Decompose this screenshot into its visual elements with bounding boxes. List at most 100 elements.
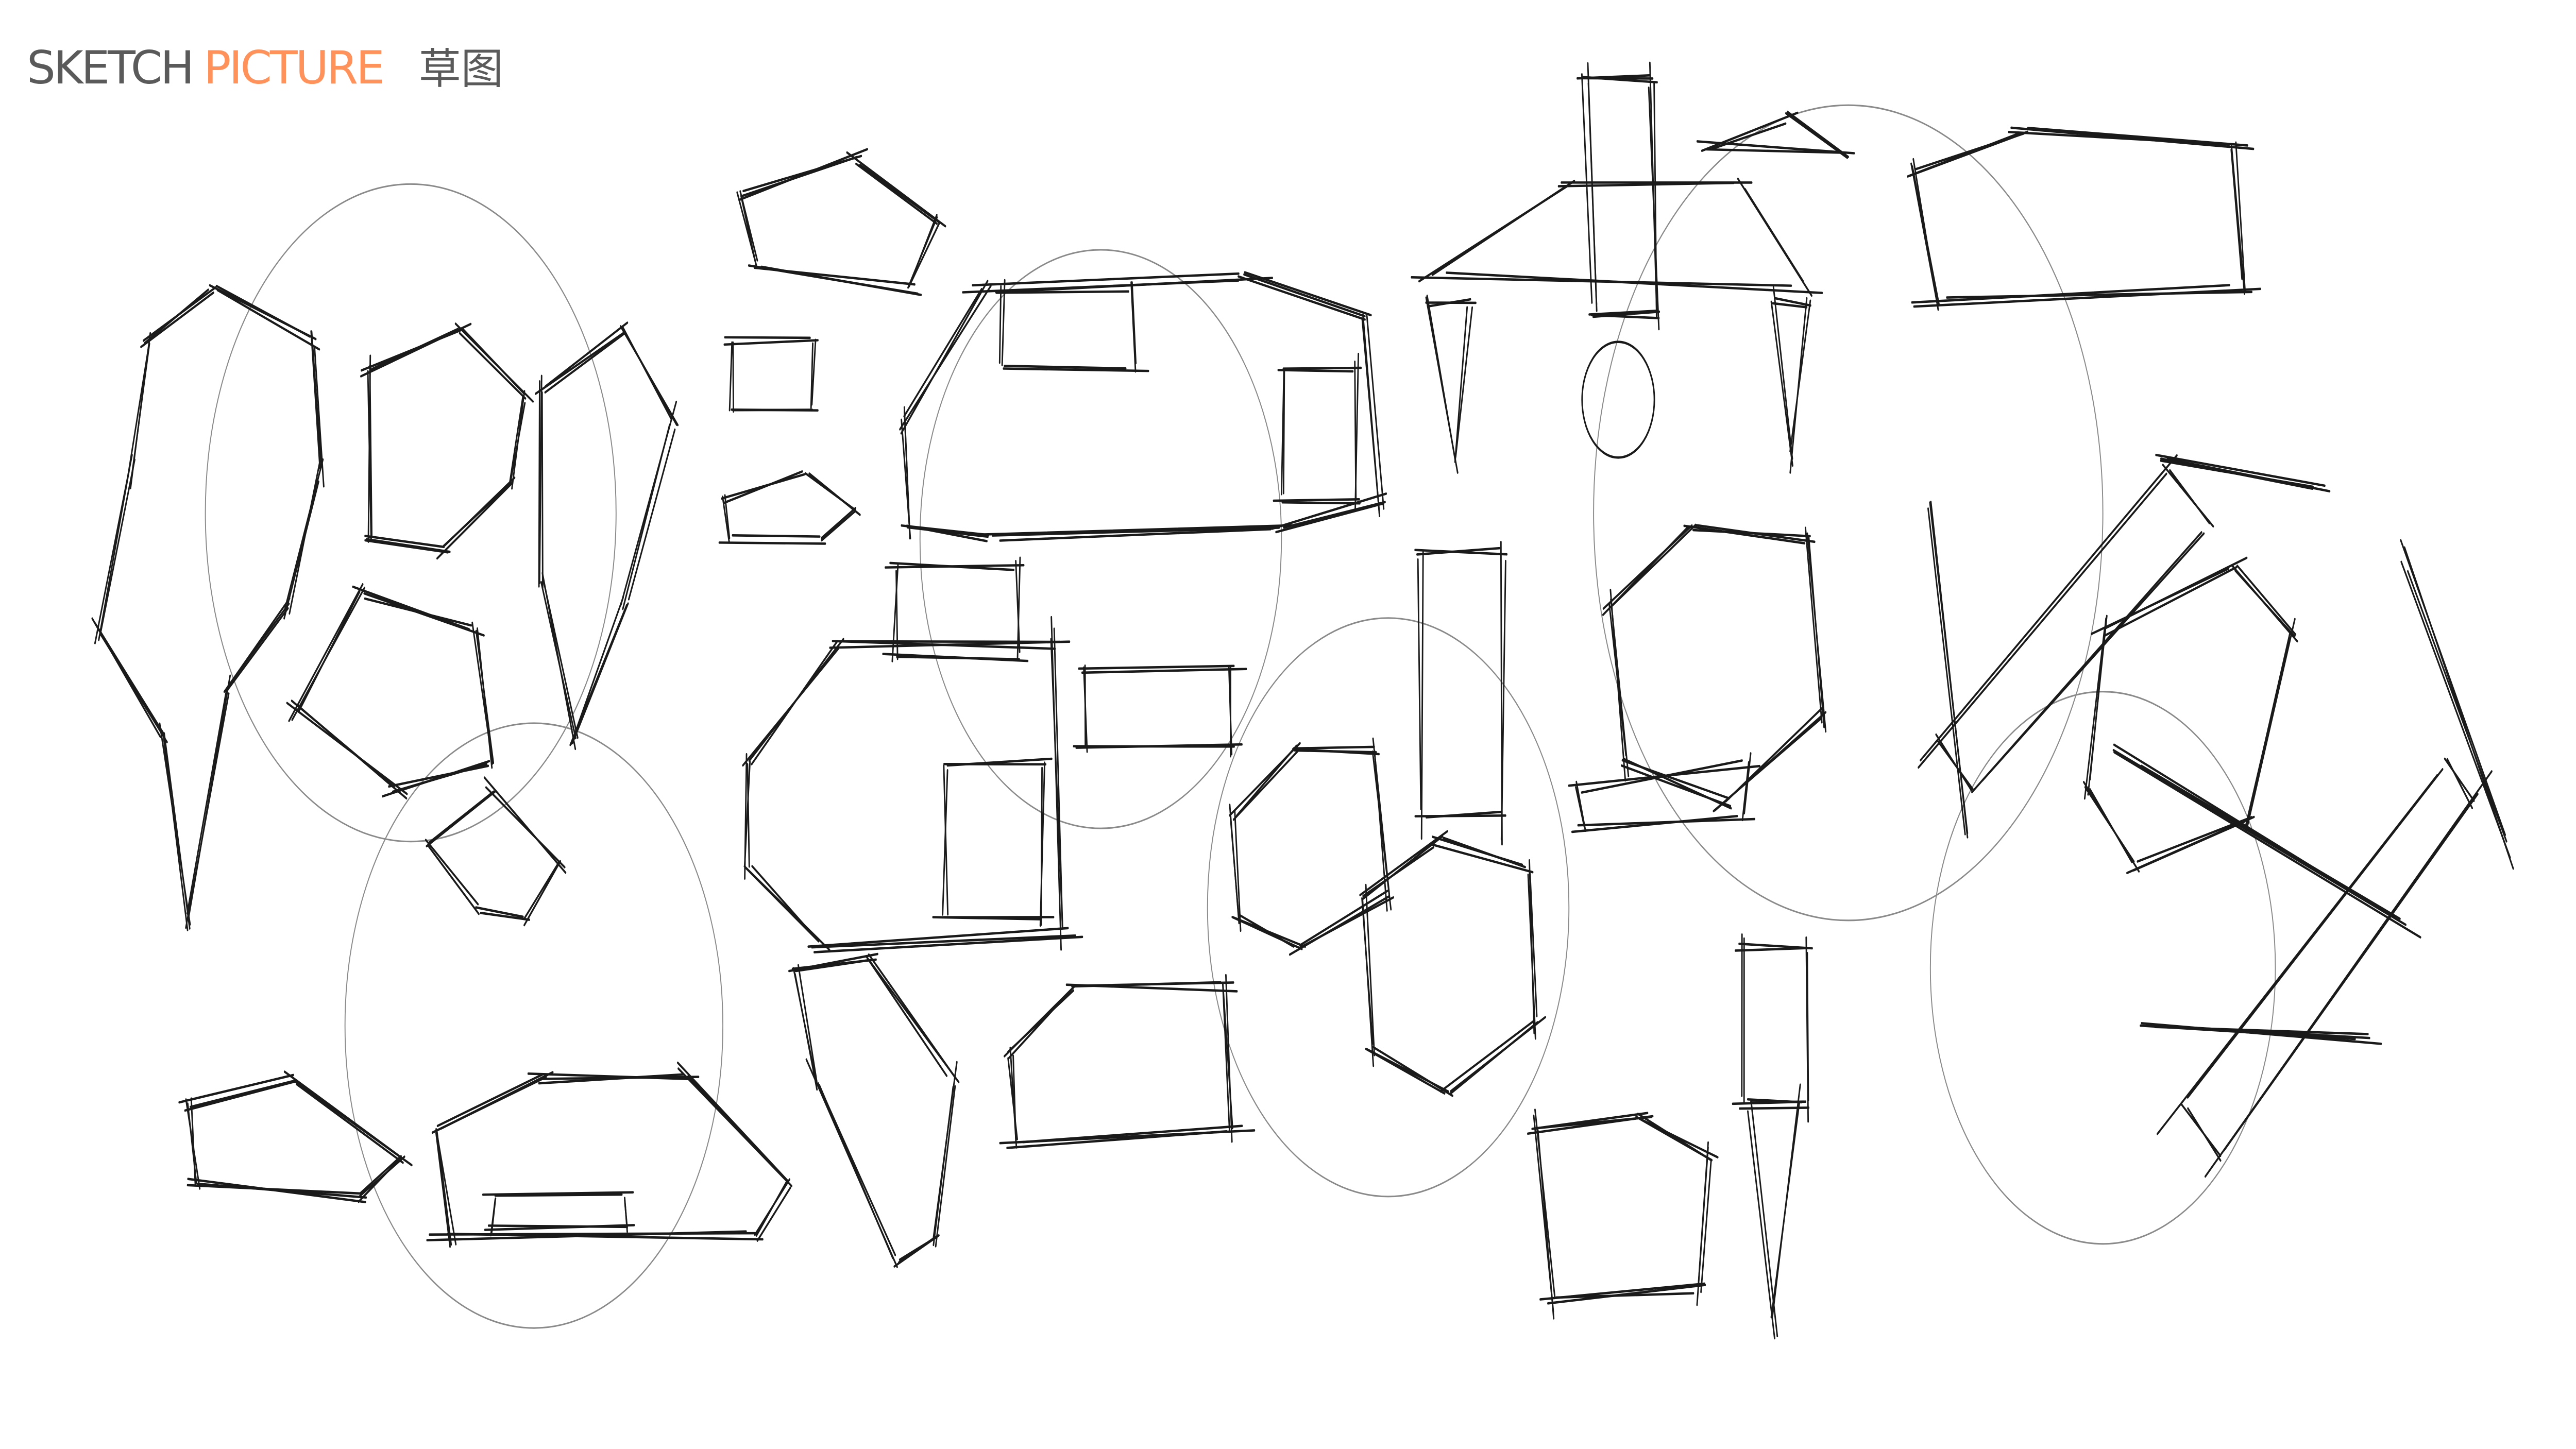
sketch-stroke bbox=[1804, 526, 1823, 724]
sketch-stroke bbox=[1725, 706, 1824, 803]
sketch-stroke bbox=[736, 191, 758, 269]
sketch-stroke bbox=[814, 935, 1083, 953]
sketch-stroke bbox=[1648, 86, 1660, 331]
sketch-stroke bbox=[523, 860, 561, 927]
sketch-stroke bbox=[895, 570, 899, 660]
sketch-stroke bbox=[1454, 306, 1468, 463]
sketch-stroke bbox=[1701, 111, 1799, 152]
sketch-stroke bbox=[996, 284, 1135, 293]
sketch-stroke bbox=[1366, 315, 1385, 510]
sketch-stroke bbox=[483, 776, 567, 874]
sketch-stroke bbox=[1430, 843, 1534, 874]
sketch-stroke bbox=[811, 934, 1076, 949]
sketch-stroke bbox=[485, 786, 566, 868]
sketch-stroke bbox=[1354, 352, 1360, 510]
sketch-stroke bbox=[903, 288, 982, 418]
sketch-stroke bbox=[747, 763, 750, 868]
sketch-stroke bbox=[1078, 664, 1235, 670]
sketch-stroke bbox=[1914, 132, 2025, 171]
sketch-stroke bbox=[1082, 981, 1234, 987]
sketch-stroke bbox=[1450, 1016, 1546, 1093]
sketch-stroke bbox=[2084, 786, 2135, 863]
sketch-stroke bbox=[435, 1132, 451, 1248]
sketch-stroke bbox=[2204, 770, 2493, 1178]
sketch-stroke bbox=[352, 585, 470, 630]
sketch-stroke bbox=[1007, 1057, 1018, 1140]
sketch-stroke bbox=[718, 541, 826, 545]
sketch-stroke bbox=[1229, 742, 1301, 817]
sketch-stroke bbox=[570, 596, 624, 745]
sketch-stroke bbox=[1362, 835, 1444, 900]
sketch-stroke bbox=[494, 1193, 623, 1197]
sketch-stroke bbox=[1700, 1159, 1712, 1293]
sketch-stroke bbox=[756, 1186, 791, 1242]
sketch-stroke bbox=[811, 338, 817, 406]
sketch-stroke bbox=[2187, 1107, 2222, 1162]
sketch-stroke bbox=[744, 865, 820, 943]
sketch-stroke bbox=[511, 390, 526, 490]
sketch-stroke bbox=[1918, 472, 2167, 769]
sketch-stroke bbox=[739, 190, 758, 262]
sketch-stroke bbox=[728, 341, 733, 412]
sketch-stroke bbox=[732, 534, 821, 538]
sketch-stroke bbox=[807, 927, 1069, 948]
sketch-stroke bbox=[1912, 158, 1939, 311]
sketch-stroke bbox=[1050, 616, 1062, 951]
sketch-stroke bbox=[2083, 627, 2106, 800]
sketch-stroke bbox=[523, 861, 560, 920]
sketch-stroke bbox=[298, 590, 361, 712]
sketch-stroke bbox=[190, 1079, 296, 1109]
sketch-stroke bbox=[1787, 110, 1849, 158]
sketch-stroke bbox=[1581, 759, 1743, 794]
sketch-stroke bbox=[2010, 126, 2255, 150]
sketch-stroke bbox=[480, 912, 530, 921]
sketch-stroke bbox=[227, 607, 289, 691]
sketch-stroke bbox=[893, 1234, 940, 1268]
sketch-stroke bbox=[1772, 286, 1793, 460]
sketch-stroke bbox=[859, 163, 940, 224]
sketch-stroke bbox=[2087, 615, 2108, 796]
sketch-stroke bbox=[1602, 525, 1689, 616]
sketch-stroke bbox=[94, 622, 164, 735]
guide-circle bbox=[205, 183, 617, 843]
sketch-stroke bbox=[867, 957, 947, 1077]
sketch-stroke bbox=[1772, 302, 1808, 309]
sketch-stroke bbox=[491, 1197, 497, 1234]
sketch-stroke bbox=[163, 732, 191, 930]
sketch-stroke bbox=[677, 1061, 789, 1182]
sketch-stroke bbox=[1527, 1115, 1654, 1135]
sketch-stroke bbox=[1743, 752, 1752, 815]
sketch-stroke bbox=[436, 481, 514, 560]
sketch-stroke bbox=[1454, 306, 1473, 458]
sketch-stroke bbox=[185, 692, 230, 929]
sketch-stroke bbox=[140, 291, 214, 348]
sketch-stroke bbox=[2444, 757, 2475, 802]
sketch-stroke bbox=[1805, 936, 1809, 1123]
sketch-stroke bbox=[359, 1155, 402, 1195]
sketch-stroke bbox=[1920, 454, 2178, 762]
sketch-stroke bbox=[367, 370, 372, 541]
sketch-stroke bbox=[1734, 947, 1811, 952]
sketch-stroke bbox=[1927, 507, 1966, 836]
sketch-stroke bbox=[891, 562, 899, 662]
sketch-stroke bbox=[1299, 890, 1388, 947]
sketch-stroke bbox=[1571, 815, 1738, 833]
sketch-stroke bbox=[544, 332, 625, 394]
sketch-stroke bbox=[2407, 570, 2507, 843]
sketch-stroke bbox=[1374, 749, 1388, 912]
sketch-stroke bbox=[2245, 618, 2296, 833]
sketch-stroke bbox=[2230, 144, 2245, 295]
sketch-stroke bbox=[427, 844, 480, 915]
sketch-stroke bbox=[1022, 1124, 1243, 1144]
sketch-stroke bbox=[1774, 297, 1811, 307]
sketch-stroke bbox=[444, 476, 516, 547]
sketch-stroke bbox=[622, 327, 673, 421]
sketch-stroke bbox=[1420, 550, 1424, 840]
sketch-stroke bbox=[2112, 748, 2406, 926]
sketch-stroke bbox=[296, 704, 408, 800]
sketch-stroke bbox=[178, 1073, 294, 1104]
sketch-stroke bbox=[1785, 112, 1849, 159]
camera-lens bbox=[1581, 340, 1655, 459]
sketch-stroke bbox=[1007, 989, 1074, 1053]
sketch-stroke bbox=[1534, 1109, 1556, 1298]
